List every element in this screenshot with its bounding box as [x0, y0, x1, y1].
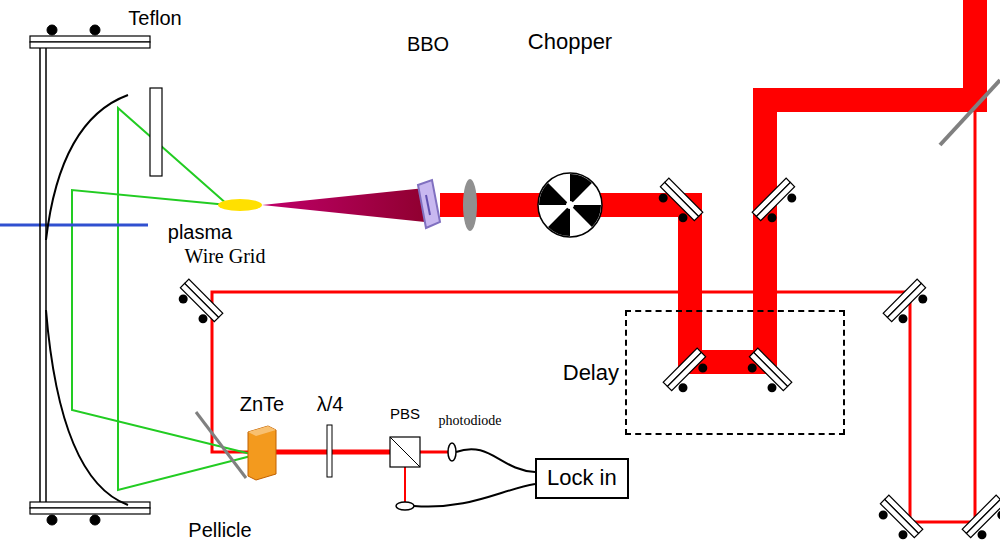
part-label: Wire Grid: [185, 245, 266, 267]
part-label: Teflon: [128, 7, 181, 29]
part-label: plasma: [168, 221, 232, 243]
mirror-mount: [653, 178, 703, 228]
part-label: ZnTe: [240, 393, 284, 415]
instrument-name: Lock in: [547, 466, 617, 490]
wire-grid: [0, 224, 148, 227]
chopper-blade: [570, 174, 592, 202]
chopper-blade: [548, 208, 570, 236]
mirror-mount: [883, 279, 933, 329]
part-label: λ/4: [317, 393, 344, 415]
mirror-mount: [752, 178, 802, 228]
mirror-mount: [663, 348, 713, 398]
chopper-wheel: [538, 173, 602, 237]
part-label: photodiode: [439, 413, 502, 428]
parabolic-mirrors: [30, 25, 150, 525]
probe-beam: [212, 110, 975, 522]
pellicle: [196, 412, 246, 478]
chopper-blade: [539, 183, 567, 205]
photodiode-symbol: [396, 443, 456, 510]
bbo-crystal: [418, 180, 440, 228]
mirror-mount: [962, 495, 1000, 545]
plasma-spot: [218, 199, 262, 211]
part-label: PBS: [390, 406, 420, 423]
mirror-mount: [873, 495, 923, 545]
beam-splitter: [940, 80, 1000, 145]
mirror-mount: [173, 279, 223, 329]
part-label: Pellicle: [188, 519, 251, 541]
delay-stage-box: Delay: [625, 310, 845, 435]
stage-label: Delay: [563, 360, 619, 384]
signal-cable: [414, 449, 535, 506]
lens: [463, 179, 477, 231]
part-label: BBO: [407, 33, 449, 55]
pump-beam: [440, 0, 975, 362]
focused-beam: [262, 188, 425, 222]
lock-in-box: Lock in: [535, 458, 629, 499]
chopper-blade: [573, 205, 601, 227]
teflon-plate: [150, 88, 162, 176]
znte-crystal: [248, 426, 276, 480]
part-label: Chopper: [528, 30, 612, 54]
thz-rays: [72, 108, 255, 490]
quarter-wave-plate: [327, 425, 332, 477]
mirror-mount: [742, 348, 792, 398]
pbs-cube: [390, 437, 420, 467]
